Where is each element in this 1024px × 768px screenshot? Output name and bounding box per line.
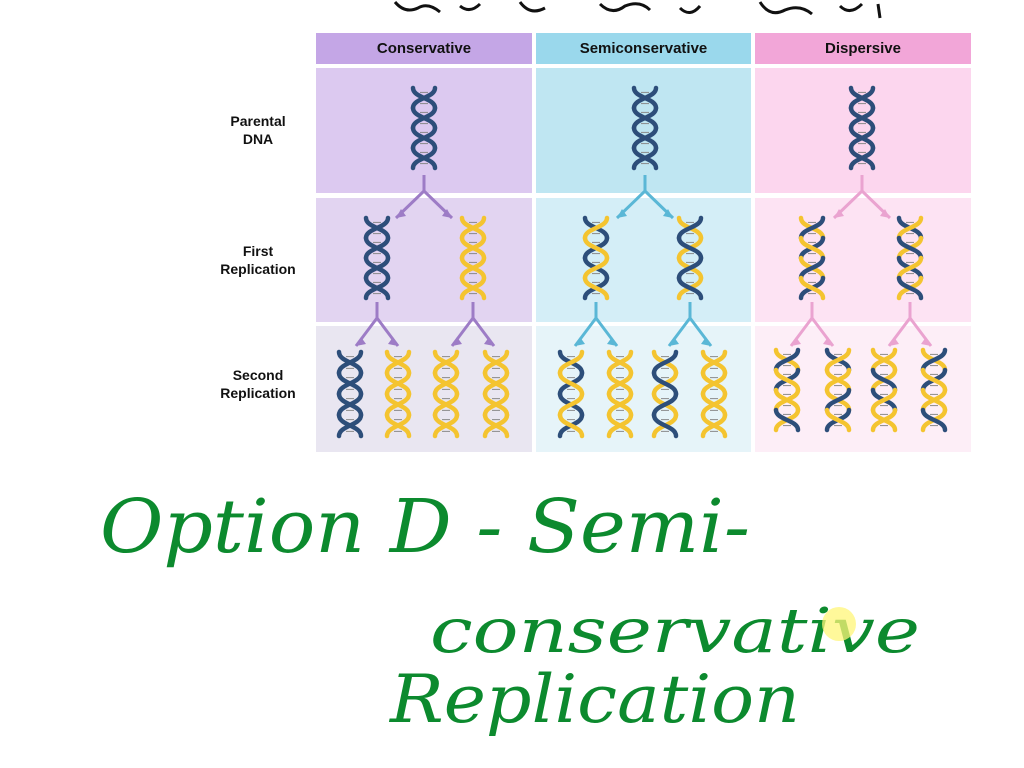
helix-dispersive-first-2 <box>896 215 924 301</box>
helix-dispersive-second-4 <box>920 347 948 433</box>
pointer-highlight <box>822 607 856 641</box>
panel-1-1 <box>536 198 751 322</box>
column-header-dispersive: Dispersive <box>755 33 971 64</box>
handwriting-line-3: Replication <box>389 661 800 738</box>
helix-semiconservative-second-1 <box>557 349 585 439</box>
arrow-semiconservative-2a <box>573 302 619 347</box>
arrow-dispersive-2a <box>789 302 835 347</box>
panel-0-0 <box>316 68 532 193</box>
arrow-dispersive-2b <box>887 302 933 347</box>
arrow-conservative-2b <box>450 302 496 347</box>
helix-conservative-second-1 <box>336 349 364 439</box>
panel-0-1 <box>316 198 532 322</box>
helix-conservative-first-1 <box>363 215 391 301</box>
helix-semiconservative-first-2 <box>676 215 704 301</box>
helix-dispersive-parental <box>848 85 876 171</box>
helix-conservative-parental <box>410 85 438 171</box>
helix-conservative-second-3 <box>432 349 460 439</box>
helix-semiconservative-second-2 <box>606 349 634 439</box>
helix-semiconservative-second-4 <box>700 349 728 439</box>
column-header-semiconservative: Semiconservative <box>536 33 751 64</box>
panel-1-0 <box>536 68 751 193</box>
helix-conservative-second-4 <box>482 349 510 439</box>
panel-2-1 <box>755 198 971 322</box>
helix-semiconservative-parental <box>631 85 659 171</box>
panel-2-2 <box>755 326 971 452</box>
arrow-conservative-2a <box>354 302 400 347</box>
helix-conservative-second-2 <box>384 349 412 439</box>
helix-conservative-first-2 <box>459 215 487 301</box>
arrow-semiconservative-2b <box>667 302 713 347</box>
helix-dispersive-first-1 <box>798 215 826 301</box>
helix-dispersive-second-1 <box>773 347 801 433</box>
handwritten-answer: Option D - Semi- conservative Replicatio… <box>100 484 920 738</box>
arrow-conservative-1 <box>394 175 454 220</box>
helix-dispersive-second-3 <box>870 347 898 433</box>
top-handwritten-scrawl <box>393 0 882 19</box>
dna-replication-diagram <box>316 68 971 452</box>
column-header-conservative: Conservative <box>316 33 532 64</box>
panel-2-0 <box>755 68 971 193</box>
handwriting-line-1: Option D - Semi- <box>100 484 750 570</box>
arrow-semiconservative-1 <box>615 175 675 220</box>
arrow-dispersive-1 <box>832 175 892 220</box>
helix-semiconservative-first-1 <box>582 215 610 301</box>
helix-dispersive-second-2 <box>824 347 852 433</box>
helix-semiconservative-second-3 <box>651 349 679 439</box>
